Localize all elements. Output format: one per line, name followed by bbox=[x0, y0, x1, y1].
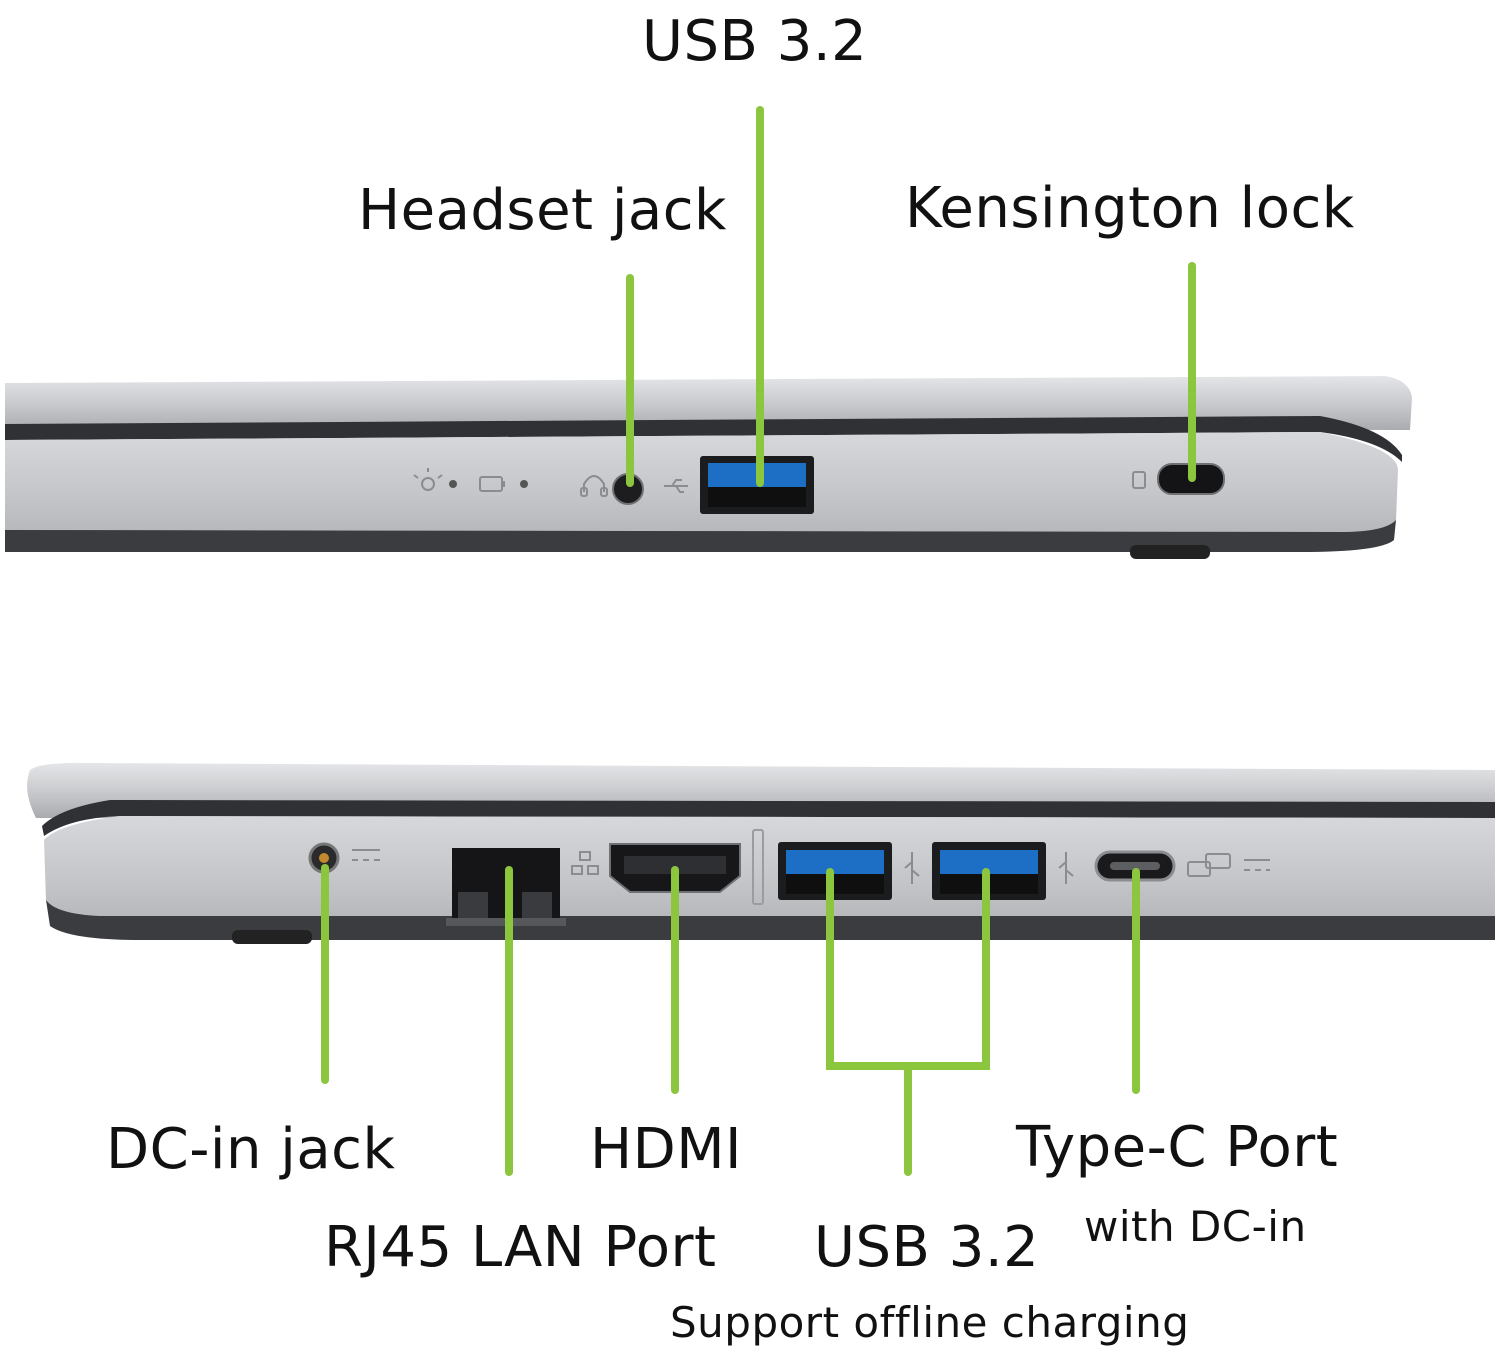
type-c-port bbox=[1094, 850, 1176, 882]
headset-icon bbox=[580, 475, 608, 497]
laptop-left-side bbox=[27, 762, 1495, 944]
usb-symbol-icon-3 bbox=[1058, 852, 1074, 884]
led-1 bbox=[449, 480, 457, 488]
label-kensington-lock: Kensington lock bbox=[905, 176, 1355, 241]
label-usb-bottom: USB 3.2 bbox=[814, 1215, 1040, 1280]
label-usb-note: Support offline charging bbox=[670, 1298, 1190, 1347]
dc-in-pin bbox=[319, 853, 329, 863]
laptop-right-side bbox=[5, 376, 1412, 559]
base-bottom-shadow bbox=[5, 520, 1396, 552]
label-usb-top: USB 3.2 bbox=[642, 9, 868, 74]
label-headset-jack: Headset jack bbox=[358, 178, 727, 243]
label-type-c-note: with DC-in bbox=[1084, 1202, 1307, 1251]
foot-2 bbox=[232, 930, 312, 944]
usb-c-icon bbox=[1187, 853, 1270, 877]
battery-indicator-icon bbox=[479, 476, 505, 492]
usb-symbol-icon bbox=[664, 479, 688, 493]
light-indicator-icon bbox=[413, 468, 443, 491]
network-icon bbox=[571, 851, 599, 875]
usb-a-port-left-1 bbox=[778, 842, 892, 900]
led-2 bbox=[520, 480, 528, 488]
label-type-c-port: Type-C Port bbox=[1016, 1115, 1339, 1180]
label-rj45-lan-port: RJ45 LAN Port bbox=[324, 1215, 717, 1280]
hinge-gap-2 bbox=[42, 800, 1495, 836]
hdmi-icon bbox=[752, 829, 764, 905]
usb-symbol-icon-2 bbox=[904, 852, 920, 884]
lock-icon bbox=[1132, 471, 1146, 489]
lid-edge bbox=[5, 376, 1412, 430]
base-edge-2 bbox=[44, 816, 1495, 926]
hinge-gap bbox=[5, 416, 1402, 462]
label-hdmi: HDMI bbox=[590, 1117, 743, 1182]
foot bbox=[1130, 545, 1210, 559]
dc-symbol-icon bbox=[352, 849, 380, 861]
label-dc-in-jack: DC-in jack bbox=[106, 1117, 396, 1182]
